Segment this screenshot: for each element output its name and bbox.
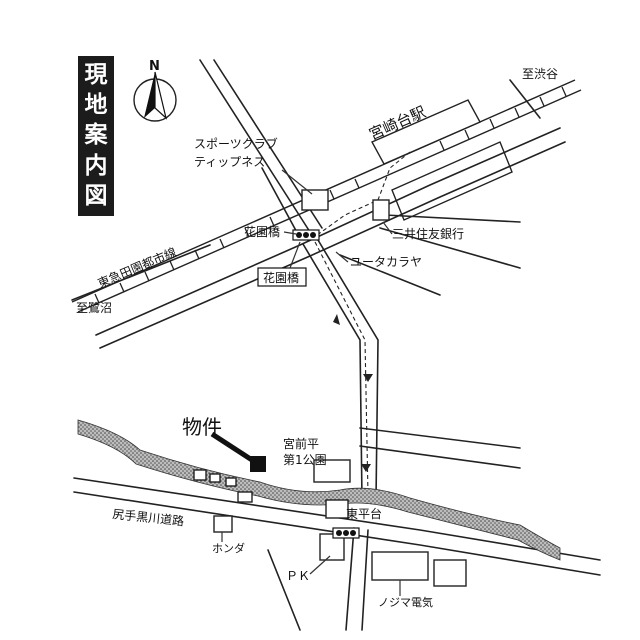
title-char-3: 案	[84, 122, 108, 149]
yuta-label: ユータカラヤ	[350, 255, 422, 269]
sports-club-label-2: ティップネス	[194, 155, 265, 169]
title-char-1: 現	[84, 61, 108, 88]
traffic-signal-hanazonobashi-icon	[292, 229, 320, 241]
honda-label: ホンダ	[212, 541, 245, 555]
park-label-2: 第1公園	[283, 453, 327, 467]
north-arrow-icon: N	[133, 59, 177, 122]
north-label: N	[149, 59, 160, 74]
title-char-5: 図	[84, 183, 108, 210]
railway-line-label: 東急田園都市線	[95, 244, 178, 291]
hanazonobashi-label: 花園橋	[244, 224, 280, 239]
property-label: 物件	[182, 415, 222, 439]
title-char-4: 内	[84, 152, 108, 179]
nojima-label: ノジマ電気	[378, 595, 433, 609]
to-saginuma-label: 至鷺沼	[76, 300, 112, 315]
buildings	[193, 189, 467, 587]
road-name-label: 尻手黒川道路	[112, 506, 185, 528]
hanazonobashi-box-label: 花園橋	[263, 270, 299, 285]
title-char-2: 地	[84, 92, 108, 119]
bank-label: 三井住友銀行	[392, 227, 464, 241]
sports-club-label: スポーツクラブ	[194, 136, 278, 151]
miyazakidai-station: 宮崎台駅	[366, 99, 513, 221]
traffic-signal-higashidaira-icon	[332, 527, 360, 539]
park-label-1: 宮前平	[283, 436, 319, 451]
map-title: 現 地 案 内 図	[78, 56, 114, 216]
property-marker	[210, 431, 266, 472]
to-shibuya-label: 至渋谷	[522, 67, 558, 81]
parking-label: ＰＫ	[286, 569, 310, 583]
higashidaira-label: 東平台	[346, 506, 382, 521]
